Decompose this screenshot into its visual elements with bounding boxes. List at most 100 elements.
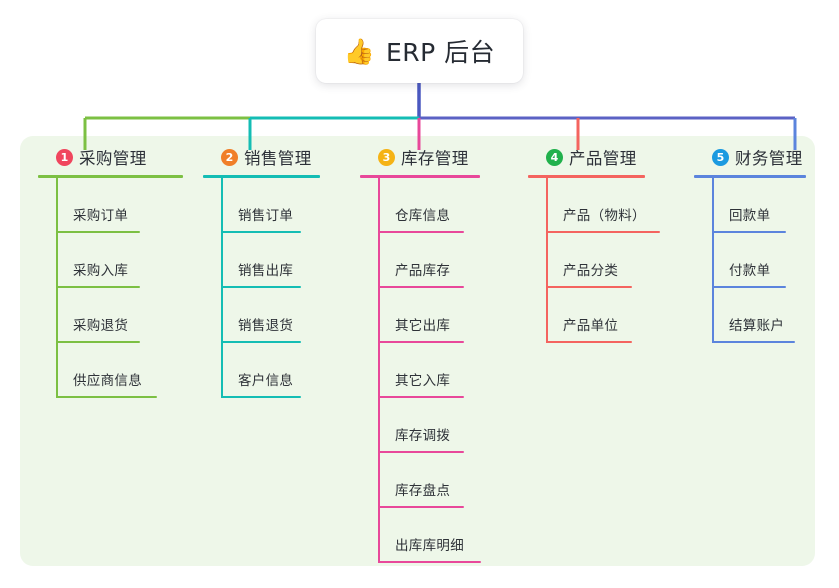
branch-item-rule [56, 396, 157, 398]
branch-item-list: 产品（物料） 产品分类产品单位 [528, 178, 660, 343]
branch-item-rule [712, 341, 795, 343]
branch-item-label: 销售退货 [238, 318, 294, 334]
branch-heading-5[interactable]: 5 财务管理 [694, 146, 806, 168]
branch-heading-1[interactable]: 1 采购管理 [38, 146, 183, 168]
branch-item[interactable]: 出库库明细 [360, 508, 481, 563]
branch-heading-rule [203, 175, 320, 178]
branch-column-3: 3 库存管理仓库信息产品库存其它出库其它入库库存调拨库存盘点出库库明细 [360, 146, 481, 563]
branch-item-label: 回款单 [729, 208, 771, 224]
branch-heading-2[interactable]: 2 销售管理 [203, 146, 320, 168]
branch-item[interactable]: 产品分类 [528, 233, 645, 288]
branch-item[interactable]: 供应商信息 [38, 343, 183, 398]
branch-item-rule [546, 286, 632, 288]
branch-item-label: 付款单 [729, 263, 771, 279]
branch-item-list: 销售订单销售出库销售退货客户信息 [203, 178, 320, 398]
branch-item-rule [378, 396, 464, 398]
branch-column-5: 5 财务管理回款单付款单结算账户 [694, 146, 806, 343]
thumbs-up-icon: 👍 [343, 36, 375, 66]
branch-item-rule [56, 341, 140, 343]
branch-item-label: 客户信息 [238, 373, 294, 389]
branch-number-badge: 2 [221, 148, 238, 166]
branch-item-label: 产品分类 [563, 263, 619, 279]
branch-item-list: 采购订单采购入库采购退货供应商信息 [38, 178, 183, 398]
branch-item-rule [378, 341, 464, 343]
branch-item[interactable]: 采购订单 [38, 178, 183, 233]
branch-item-rule [712, 286, 786, 288]
branch-column-1: 1 采购管理采购订单采购入库采购退货供应商信息 [38, 146, 183, 398]
branch-item-label: 产品（物料） [563, 208, 646, 224]
branch-item[interactable]: 采购入库 [38, 233, 183, 288]
branch-item-rule [221, 396, 301, 398]
branch-item[interactable]: 销售出库 [203, 233, 320, 288]
branch-item-label: 库存盘点 [395, 483, 451, 499]
branch-heading-rule [38, 175, 183, 178]
branch-item-label: 供应商信息 [73, 373, 142, 389]
branch-heading-rule [694, 175, 806, 178]
root-node-label: ERP 后台 [385, 38, 496, 67]
branch-item-label: 库存调拨 [395, 428, 451, 444]
branch-item-label: 采购退货 [73, 318, 129, 334]
branch-heading-4[interactable]: 4 产品管理 [528, 146, 645, 168]
branch-item[interactable]: 客户信息 [203, 343, 320, 398]
branch-number-badge: 1 [56, 148, 73, 166]
branch-item[interactable]: 仓库信息 [360, 178, 480, 233]
branch-spine [712, 178, 714, 343]
branch-item-label: 结算账户 [729, 318, 785, 334]
branch-item-rule [378, 561, 481, 563]
branch-item[interactable]: 其它出库 [360, 288, 480, 343]
branch-number-badge: 4 [546, 148, 563, 166]
branch-item-list: 回款单付款单结算账户 [694, 178, 806, 343]
branch-item-rule [56, 231, 140, 233]
branch-column-4: 4 产品管理产品（物料） 产品分类产品单位 [528, 146, 660, 343]
branch-item-rule [221, 231, 301, 233]
branch-item[interactable]: 库存调拨 [360, 398, 480, 453]
branch-item[interactable]: 产品库存 [360, 233, 480, 288]
branch-item-rule [378, 231, 464, 233]
branch-item[interactable]: 付款单 [694, 233, 806, 288]
branch-number-badge: 5 [712, 148, 729, 166]
branch-item-rule [712, 231, 786, 233]
branch-item-label: 销售订单 [238, 208, 294, 224]
branch-item-rule [56, 286, 140, 288]
branch-item-rule [378, 286, 464, 288]
branch-spine [546, 178, 548, 343]
branch-item[interactable]: 其它入库 [360, 343, 480, 398]
branch-title: 产品管理 [569, 149, 637, 168]
branch-item[interactable]: 产品（物料） [528, 178, 660, 233]
branch-spine [221, 178, 223, 398]
branch-spine [56, 178, 58, 398]
branch-heading-rule [528, 175, 645, 178]
branch-item-label: 采购订单 [73, 208, 129, 224]
branch-item[interactable]: 库存盘点 [360, 453, 480, 508]
branch-number-badge: 3 [378, 148, 395, 166]
branch-item-label: 销售出库 [238, 263, 294, 279]
branch-item-label: 产品库存 [395, 263, 451, 279]
root-node[interactable]: 👍 ERP 后台 [316, 19, 523, 83]
branch-item-label: 仓库信息 [395, 208, 451, 224]
branch-item[interactable]: 结算账户 [694, 288, 806, 343]
branch-item-rule [546, 231, 660, 233]
branch-heading-rule [360, 175, 480, 178]
branch-item-label: 出库库明细 [395, 538, 464, 554]
branch-title: 销售管理 [244, 149, 312, 168]
branch-heading-3[interactable]: 3 库存管理 [360, 146, 480, 168]
branch-item-label: 其它入库 [395, 373, 451, 389]
branch-item[interactable]: 产品单位 [528, 288, 645, 343]
branch-item[interactable]: 采购退货 [38, 288, 183, 343]
branch-item[interactable]: 回款单 [694, 178, 806, 233]
branch-item-label: 其它出库 [395, 318, 451, 334]
branch-title: 库存管理 [401, 149, 469, 168]
branch-item-rule [546, 341, 632, 343]
branch-item-label: 采购入库 [73, 263, 129, 279]
branch-item[interactable]: 销售退货 [203, 288, 320, 343]
branch-item-rule [221, 286, 301, 288]
branch-spine [378, 178, 380, 563]
branch-item-list: 仓库信息产品库存其它出库其它入库库存调拨库存盘点出库库明细 [360, 178, 481, 563]
branch-item-rule [378, 506, 464, 508]
branch-item[interactable]: 销售订单 [203, 178, 320, 233]
branch-item-rule [378, 451, 464, 453]
branch-column-2: 2 销售管理销售订单销售出库销售退货客户信息 [203, 146, 320, 398]
branch-title: 采购管理 [79, 149, 147, 168]
branch-item-label: 产品单位 [563, 318, 619, 334]
branch-title: 财务管理 [735, 149, 803, 168]
